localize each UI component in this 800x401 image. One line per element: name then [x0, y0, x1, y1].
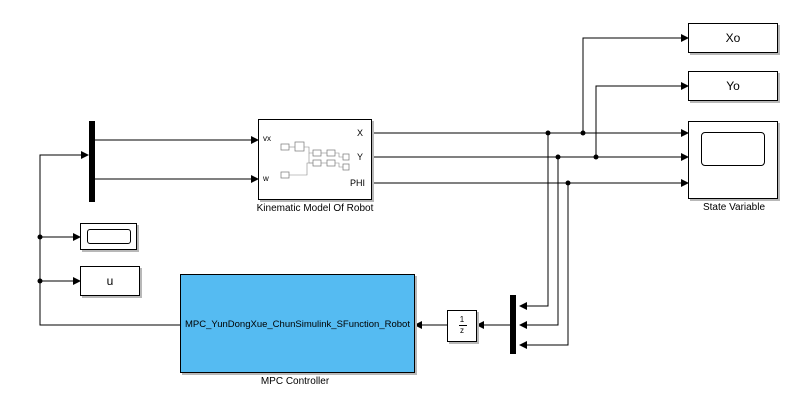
u-display-block[interactable]: u	[80, 266, 140, 296]
port-x-label: X	[356, 128, 363, 138]
kinematic-model-label: Kinematic Model Of Robot	[256, 203, 374, 214]
output-scope-block[interactable]	[80, 223, 137, 250]
mpc-sfunction-name: MPC_YunDongXue_ChunSimulink_SFunction_Ro…	[185, 319, 410, 330]
delay-denominator: z	[460, 326, 464, 335]
port-vx-label: vx	[263, 134, 271, 143]
wire-phi-to-mux	[519, 183, 569, 349]
scope-screen-icon	[701, 132, 765, 166]
yo-label: Yo	[726, 79, 740, 93]
delay-fraction-bar	[459, 325, 467, 326]
port-phi-label: PHI	[349, 178, 365, 188]
wire-x-to-mux	[519, 133, 549, 310]
wire-mpc-out	[39, 151, 180, 326]
port-y-label: Y	[356, 152, 363, 162]
u-label: u	[106, 274, 114, 288]
state-variable-scope-block[interactable]	[688, 121, 778, 199]
state-variable-label: State Variable	[702, 202, 766, 213]
mpc-controller-label: MPC Controller	[260, 376, 330, 387]
port-w-label: w	[263, 174, 269, 183]
unit-delay-block[interactable]: 1 z	[447, 310, 477, 342]
wire-x-to-xo	[582, 34, 689, 133]
xo-display-block[interactable]: Xo	[688, 23, 778, 53]
subsystem-thumbnail-icon	[280, 141, 350, 179]
xo-label: Xo	[725, 31, 741, 45]
output-scope-screen-icon	[87, 229, 131, 244]
mpc-controller-block[interactable]: MPC_YunDongXue_ChunSimulink_SFunction_Ro…	[180, 274, 415, 373]
delay-numerator: 1	[459, 315, 465, 324]
wire-y-to-yo	[595, 82, 689, 157]
wire-y-to-mux	[519, 157, 559, 329]
mux-block[interactable]	[510, 295, 516, 354]
yo-display-block[interactable]: Yo	[688, 71, 778, 101]
demux-block[interactable]	[89, 121, 95, 202]
kinematic-model-block[interactable]: vx w X Y PHI	[258, 119, 372, 200]
